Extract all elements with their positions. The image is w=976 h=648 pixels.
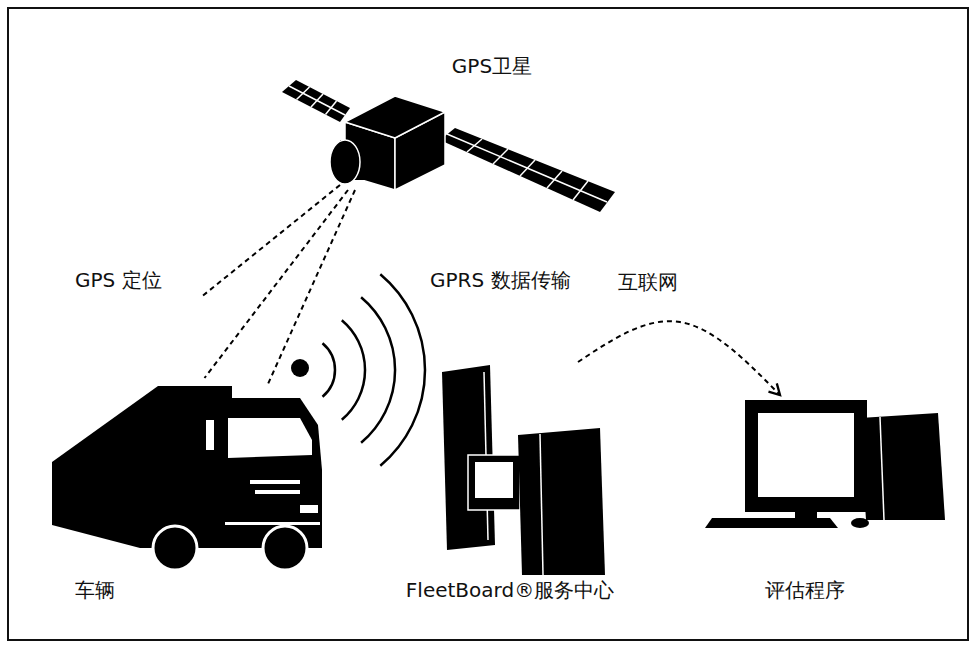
truck-icon: [52, 386, 322, 570]
server-computer: [442, 365, 605, 575]
node-caption: 评估程序: [765, 578, 845, 602]
evaluation-node: 评估程序: [705, 395, 955, 608]
transmission-label: GPRS 数据传输: [430, 268, 571, 292]
vehicle-node: 车辆: [45, 378, 335, 606]
evaluation-computer: [705, 400, 945, 528]
node-caption: GPS卫星: [452, 54, 532, 78]
node-caption: FleetBoard®服务中心: [406, 578, 614, 602]
node-caption: 车辆: [75, 578, 115, 602]
service-center-node: FleetBoard®服务中心: [410, 362, 620, 608]
satellite-node: GPS卫星: [280, 45, 620, 190]
gps-link: [205, 190, 349, 378]
frame: [8, 8, 968, 640]
edge-label: GPS 定位: [75, 268, 162, 292]
edge-label: 互联网: [618, 270, 678, 294]
radio-waves: [291, 274, 425, 466]
internet-link: [578, 321, 780, 395]
